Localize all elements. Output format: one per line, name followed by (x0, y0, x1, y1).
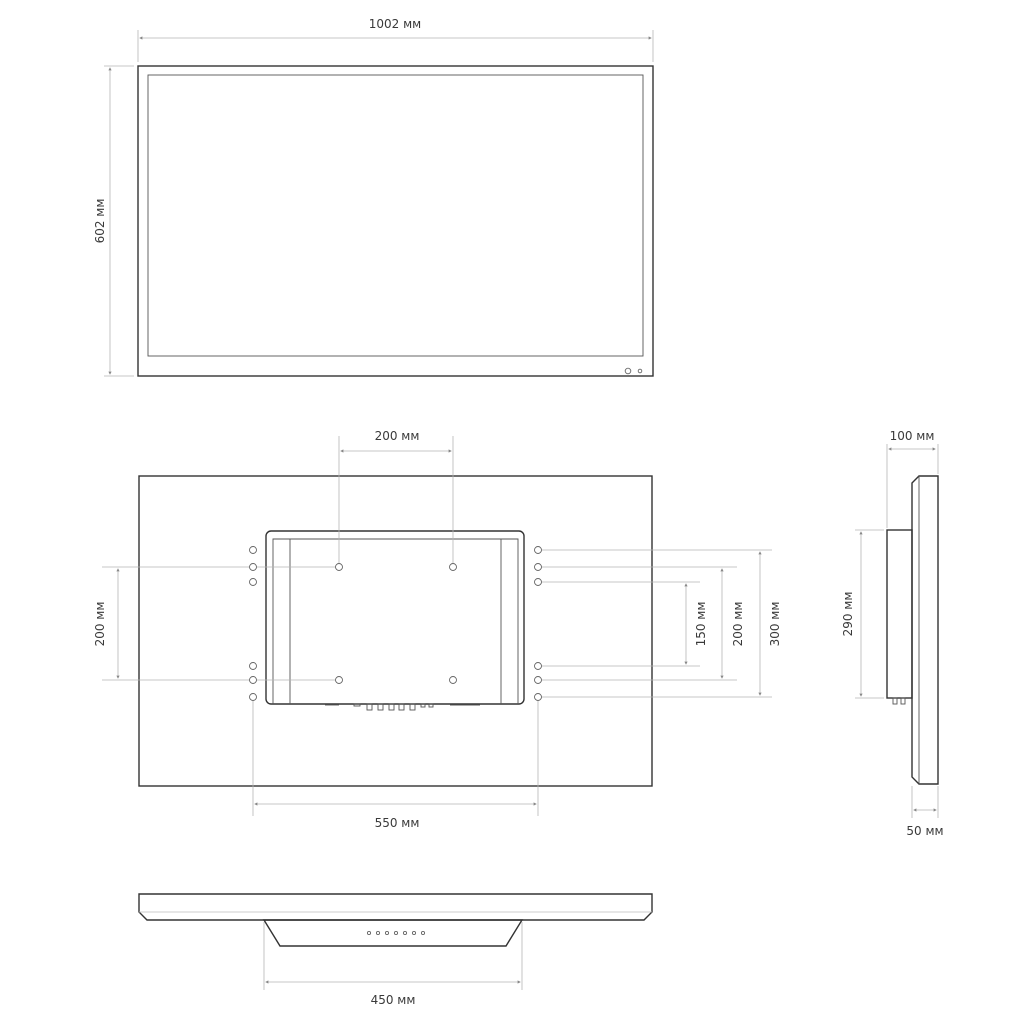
back-panel (138, 475, 653, 787)
connector-ports (325, 703, 480, 711)
front-view: 1002 мм 602 мм (93, 17, 654, 377)
stand-width-label: 450 мм (371, 993, 416, 1007)
side-electronics-box (886, 529, 913, 699)
hole-width-label: 550 мм (375, 816, 420, 830)
spacing-150-label: 150 мм (694, 602, 708, 647)
vesa-horizontal-label: 200 мм (375, 429, 420, 443)
box-height-label: 290 мм (841, 592, 855, 637)
power-button-icon (624, 367, 632, 375)
electronics-box (265, 530, 525, 705)
screen-area (147, 74, 644, 357)
height-label: 602 мм (93, 199, 107, 244)
width-dimension: 1002 мм (137, 17, 654, 62)
panel-depth-label: 50 мм (906, 824, 943, 838)
bottom-panel (138, 893, 653, 921)
vesa-vertical-label: 200 мм (93, 602, 107, 647)
bottom-electronics-box (262, 919, 524, 947)
width-label: 1002 мм (369, 17, 421, 31)
bottom-view: 450 мм (138, 893, 653, 1007)
total-depth-label: 100 мм (890, 429, 935, 443)
back-view: 200 мм 200 мм 150 мм 200 мм 300 мм 550 м… (93, 429, 782, 830)
height-dimension: 602 мм (93, 65, 134, 377)
spacing-200-label: 200 мм (731, 602, 745, 647)
front-bezel (137, 65, 654, 377)
side-panel (911, 475, 939, 785)
side-view: 100 мм 290 мм 50 мм (841, 429, 944, 838)
mounting-holes (249, 546, 542, 701)
back-dimension-lines (102, 436, 772, 816)
spacing-300-label: 300 мм (768, 602, 782, 647)
bottom-ports (366, 930, 426, 936)
led-indicator-icon (637, 368, 643, 374)
